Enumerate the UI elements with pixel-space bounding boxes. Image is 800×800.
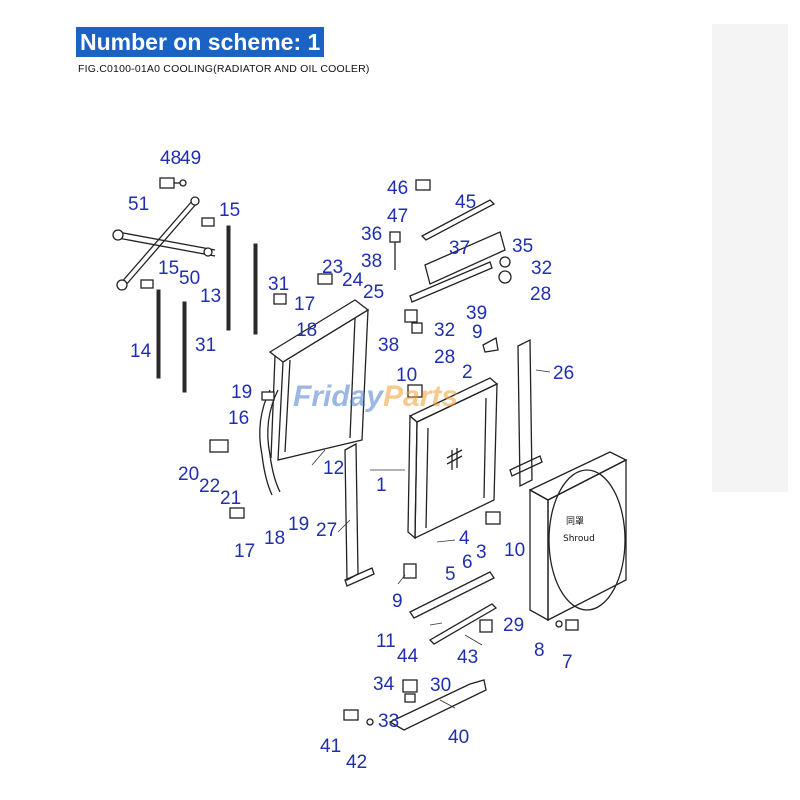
callout-10: 10 [504,540,525,561]
callout-48: 48 [160,148,181,169]
callout-16: 16 [228,408,249,429]
callout-39: 39 [466,303,487,324]
callout-36: 36 [361,224,382,245]
plate-40 [343,679,487,731]
leader-lines [311,369,551,709]
callout-6: 6 [462,552,473,573]
callout-9: 9 [392,591,403,612]
callout-28: 28 [434,347,455,368]
callout-2: 2 [462,362,473,383]
callout-27: 27 [316,520,337,541]
callout-7: 7 [562,652,573,673]
hose-16 [209,273,333,519]
callout-5: 5 [445,564,456,585]
shroud-label-cn: 同罩 [566,516,584,527]
callout-41: 41 [320,736,341,757]
bolt-48 [159,177,187,189]
callout-44: 44 [397,646,419,667]
callout-1: 1 [376,475,387,496]
callout-37: 38 [361,251,382,272]
callout-17: 17 [294,294,315,315]
callout-35: 37 [449,238,470,259]
watermark-part-a: Friday [293,380,384,413]
callout-11: 11 [376,631,396,652]
callout-43: 43 [457,647,478,668]
callout-51: 51 [128,194,149,215]
callout-18: 18 [296,320,317,341]
callout-10: 10 [396,365,417,386]
callout-15: 15 [219,200,240,221]
callout-18: 18 [264,528,285,549]
callout-28: 28 [530,284,551,305]
callout-47: 47 [387,206,408,227]
callout-49: 49 [180,148,201,169]
callout-33: 33 [378,711,399,732]
support-left [344,442,375,587]
callout-22: 22 [199,476,220,497]
callout-32: 32 [531,258,552,279]
support-right [509,338,543,488]
callout-13: 13 [200,286,221,307]
callout-9: 9 [472,322,483,343]
callout-31: 31 [195,335,216,356]
radiator-core [403,377,501,579]
callout-38: 35 [512,236,533,257]
shroud-label-en: Shroud [563,534,595,544]
callout-40: 40 [448,727,469,748]
callout-26: 26 [553,363,574,384]
callout-25: 25 [363,282,384,303]
callout-45: 45 [455,192,476,213]
stay-rod-assembly [112,196,216,291]
callout-20: 20 [178,464,199,485]
callout-24: 24 [342,270,364,291]
shroud: 同罩 Shroud [528,451,628,622]
callout-19: 19 [231,382,252,403]
oil-cooler [268,299,370,461]
callout-34: 34 [373,674,395,695]
callout-29: 29 [503,615,524,636]
figure-caption: FIG.C0100-01A0 COOLING(RADIATOR AND OIL … [78,63,370,75]
callout-50: 50 [179,268,200,289]
side-panel [712,24,788,492]
callout-46: 46 [387,178,408,199]
callout-19: 19 [288,514,309,535]
callout-15: 15 [158,258,179,279]
callout-14: 14 [130,341,152,362]
callout-42: 42 [346,752,367,773]
callout-3: 3 [476,542,487,563]
page-title: Number on scheme: 1 [76,27,325,57]
callout-17: 17 [234,541,255,562]
callout-21: 21 [220,488,241,509]
callout-31: 31 [268,274,289,295]
watermark-part-b: Parts [383,380,459,413]
callout-32: 32 [434,320,455,341]
seal-strips [140,217,258,393]
upper-brackets [389,179,512,353]
callout-4: 4 [459,528,470,549]
callout-8: 8 [534,640,545,661]
callout-12: 12 [323,458,344,479]
callout-30: 30 [430,675,451,696]
watermark: FridayParts [293,380,458,414]
lower-brackets [409,571,579,645]
callout-23: 23 [322,257,343,278]
callout-38: 38 [378,335,399,356]
